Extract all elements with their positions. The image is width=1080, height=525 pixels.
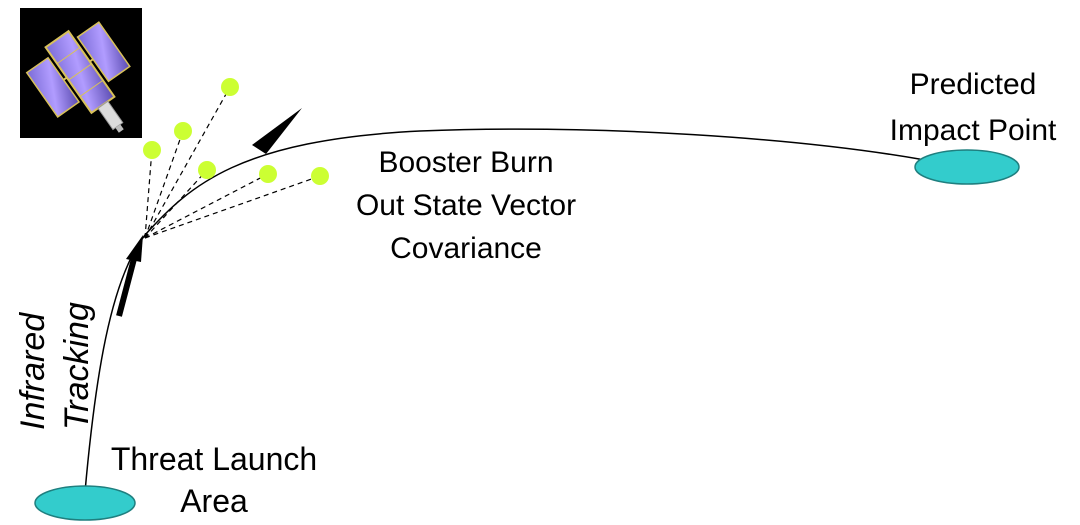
- flight-direction-arrow: [252, 108, 302, 154]
- predicted-impact-label-line2: Impact Point: [890, 114, 1057, 147]
- tracking-arrow: [116, 235, 143, 317]
- predicted-impact-point-ellipse: [914, 149, 1020, 185]
- booster-burnout-label-line1: Booster Burn: [378, 146, 553, 179]
- infrared-label: Infrared: [14, 312, 52, 430]
- covariance-points: [143, 78, 329, 185]
- covariance-rays: [144, 86, 321, 239]
- tracking-label: Tracking: [58, 302, 96, 430]
- covariance-point: [174, 122, 192, 140]
- covariance-point: [221, 78, 239, 96]
- satellite-icon: [20, 8, 142, 138]
- threat-launch-label-line2: Area: [180, 483, 248, 519]
- booster-burnout-label-line2: Out State Vector: [356, 189, 576, 222]
- covariance-point: [311, 167, 329, 185]
- threat-launch-label-line1: Threat Launch: [111, 441, 317, 477]
- booster-burnout-label-line3: Covariance: [390, 232, 542, 265]
- covariance-point: [198, 161, 216, 179]
- threat-launch-area-ellipse: [34, 485, 136, 521]
- covariance-point: [143, 141, 161, 159]
- covariance-point: [259, 165, 277, 183]
- trajectory-curve: [84, 128, 926, 493]
- predicted-impact-label-line1: Predicted: [910, 68, 1037, 101]
